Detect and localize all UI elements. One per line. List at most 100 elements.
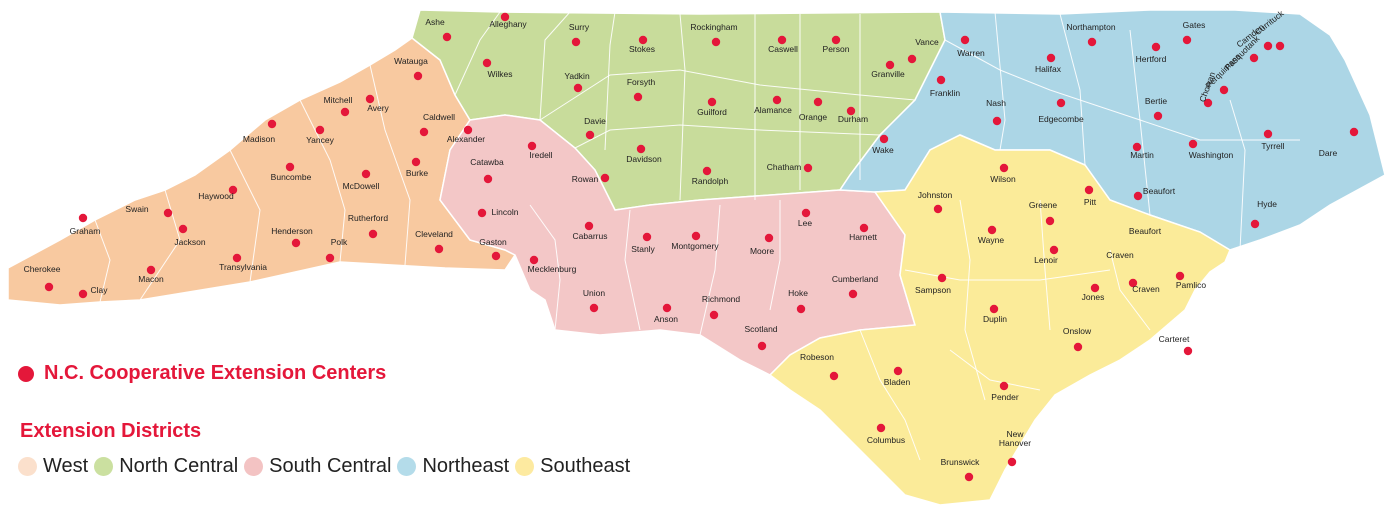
extension-center-dot — [1182, 35, 1192, 45]
extension-center-dot — [1151, 42, 1161, 52]
extension-center-dot — [1175, 271, 1185, 281]
extension-center-dot — [893, 366, 903, 376]
county-boundaries — [94, 11, 1300, 461]
county-label-person: Person — [823, 44, 850, 54]
county-label-ashe: Ashe — [425, 17, 445, 27]
legend: N.C. Cooperative Extension Centers — [18, 362, 386, 385]
extension-center-dot — [642, 232, 652, 242]
extension-center-dot — [848, 289, 858, 299]
extension-center-dot — [1046, 53, 1056, 63]
county-label-nash: Nash — [986, 98, 1006, 108]
county-label-caswell: Caswell — [768, 44, 798, 54]
district-southeast: Southeast — [515, 455, 630, 478]
county-label-orange: Orange — [799, 112, 828, 122]
county-label-surry: Surry — [569, 22, 590, 32]
county-label-alexander: Alexander — [447, 134, 485, 144]
county-label-buncombe: Buncombe — [271, 172, 312, 182]
county-label-alleghany: Alleghany — [489, 19, 527, 29]
county-label-edgecombe: Edgecombe — [1038, 114, 1084, 124]
county-label-stokes: Stokes — [629, 44, 655, 54]
extension-center-dot — [1183, 346, 1193, 356]
extension-center-dot — [764, 233, 774, 243]
county-label-avery: Avery — [367, 103, 389, 113]
county-label-brunswick: Brunswick — [941, 457, 980, 467]
county-label-hertford: Hertford — [1136, 54, 1167, 64]
extension-center-dot — [638, 35, 648, 45]
county-label-cherokee: Cherokee — [24, 264, 61, 274]
extension-center-dot — [1084, 185, 1094, 195]
extension-center-dot — [442, 32, 452, 42]
district-south-central: South Central — [244, 455, 391, 478]
county-label-craven: Craven — [1132, 284, 1160, 294]
extension-center-dot — [78, 289, 88, 299]
county-label-martin: Martin — [1130, 150, 1154, 160]
extension-center-dot — [291, 238, 301, 248]
centers-legend-label: N.C. Cooperative Extension Centers — [44, 362, 387, 384]
county-label-granville: Granville — [871, 69, 905, 79]
county-label-moore: Moore — [750, 246, 774, 256]
extension-center-dot — [992, 116, 1002, 126]
county-label-mcdowell: McDowell — [343, 181, 380, 191]
county-label-craven: Craven — [1106, 250, 1134, 260]
county-label-stanly: Stanly — [631, 244, 655, 254]
extension-center-dot — [1049, 245, 1059, 255]
extension-center-dot — [1249, 53, 1259, 63]
extension-center-dot — [584, 221, 594, 231]
extension-center-dot — [636, 144, 646, 154]
extension-center-dot — [78, 213, 88, 223]
county-label-bertie: Bertie — [1145, 96, 1167, 106]
county-label-rowan: Rowan — [572, 174, 599, 184]
extension-center-dot — [803, 163, 813, 173]
county-label-yancey: Yancey — [306, 135, 334, 145]
extension-center-dot — [571, 37, 581, 47]
county-label-harnett: Harnett — [849, 232, 878, 242]
county-label-warren: Warren — [957, 48, 985, 58]
county-label-cabarrus: Cabarrus — [573, 231, 608, 241]
extension-center-dot — [964, 472, 974, 482]
extension-center-dot — [483, 174, 493, 184]
county-label-mitchell: Mitchell — [324, 95, 353, 105]
county-label-tyrrell: Tyrrell — [1261, 141, 1284, 151]
county-label-guilford: Guilford — [697, 107, 727, 117]
county-label-cumberland: Cumberland — [832, 274, 879, 284]
county-label-onslow: Onslow — [1063, 326, 1092, 336]
district-label: South Central — [269, 455, 392, 477]
district-label: North Central — [119, 455, 239, 477]
county-label-graham: Graham — [70, 226, 101, 236]
extension-center-dot — [831, 35, 841, 45]
extension-center-dot — [368, 229, 378, 239]
southeast-swatch-icon — [515, 457, 535, 476]
county-label-forsyth: Forsyth — [627, 77, 656, 87]
extension-center-dot — [178, 224, 188, 234]
county-label-davie: Davie — [584, 116, 606, 126]
red-dot-icon — [18, 365, 34, 382]
county-label-johnston: Johnston — [918, 190, 953, 200]
extension-center-dot — [163, 208, 173, 218]
district-label: Northeast — [422, 455, 510, 477]
county-label-franklin: Franklin — [930, 88, 961, 98]
county-label-wayne: Wayne — [978, 235, 1004, 245]
county-label-transylvania: Transylvania — [219, 262, 267, 272]
county-label-alamance: Alamance — [754, 105, 792, 115]
extension-center-dot — [434, 244, 444, 254]
extension-center-dot — [936, 75, 946, 85]
extension-center-dot — [633, 92, 643, 102]
county-label-sampson: Sampson — [915, 285, 951, 295]
county-label-madison: Madison — [243, 134, 275, 144]
extension-center-dot — [709, 310, 719, 320]
extension-center-dot — [325, 253, 335, 263]
extension-center-dot — [413, 71, 423, 81]
county-label-union: Union — [583, 288, 605, 298]
extension-center-dot — [1133, 191, 1143, 201]
county-label-iredell: Iredell — [529, 150, 552, 160]
county-label-jackson: Jackson — [174, 237, 205, 247]
extension-center-dot — [529, 255, 539, 265]
extension-center-dot — [1073, 342, 1083, 352]
extension-center-dot — [1250, 219, 1260, 229]
county-label-lincoln: Lincoln — [492, 207, 519, 217]
county-label-hoke: Hoke — [788, 288, 808, 298]
extension-center-dot — [989, 304, 999, 314]
